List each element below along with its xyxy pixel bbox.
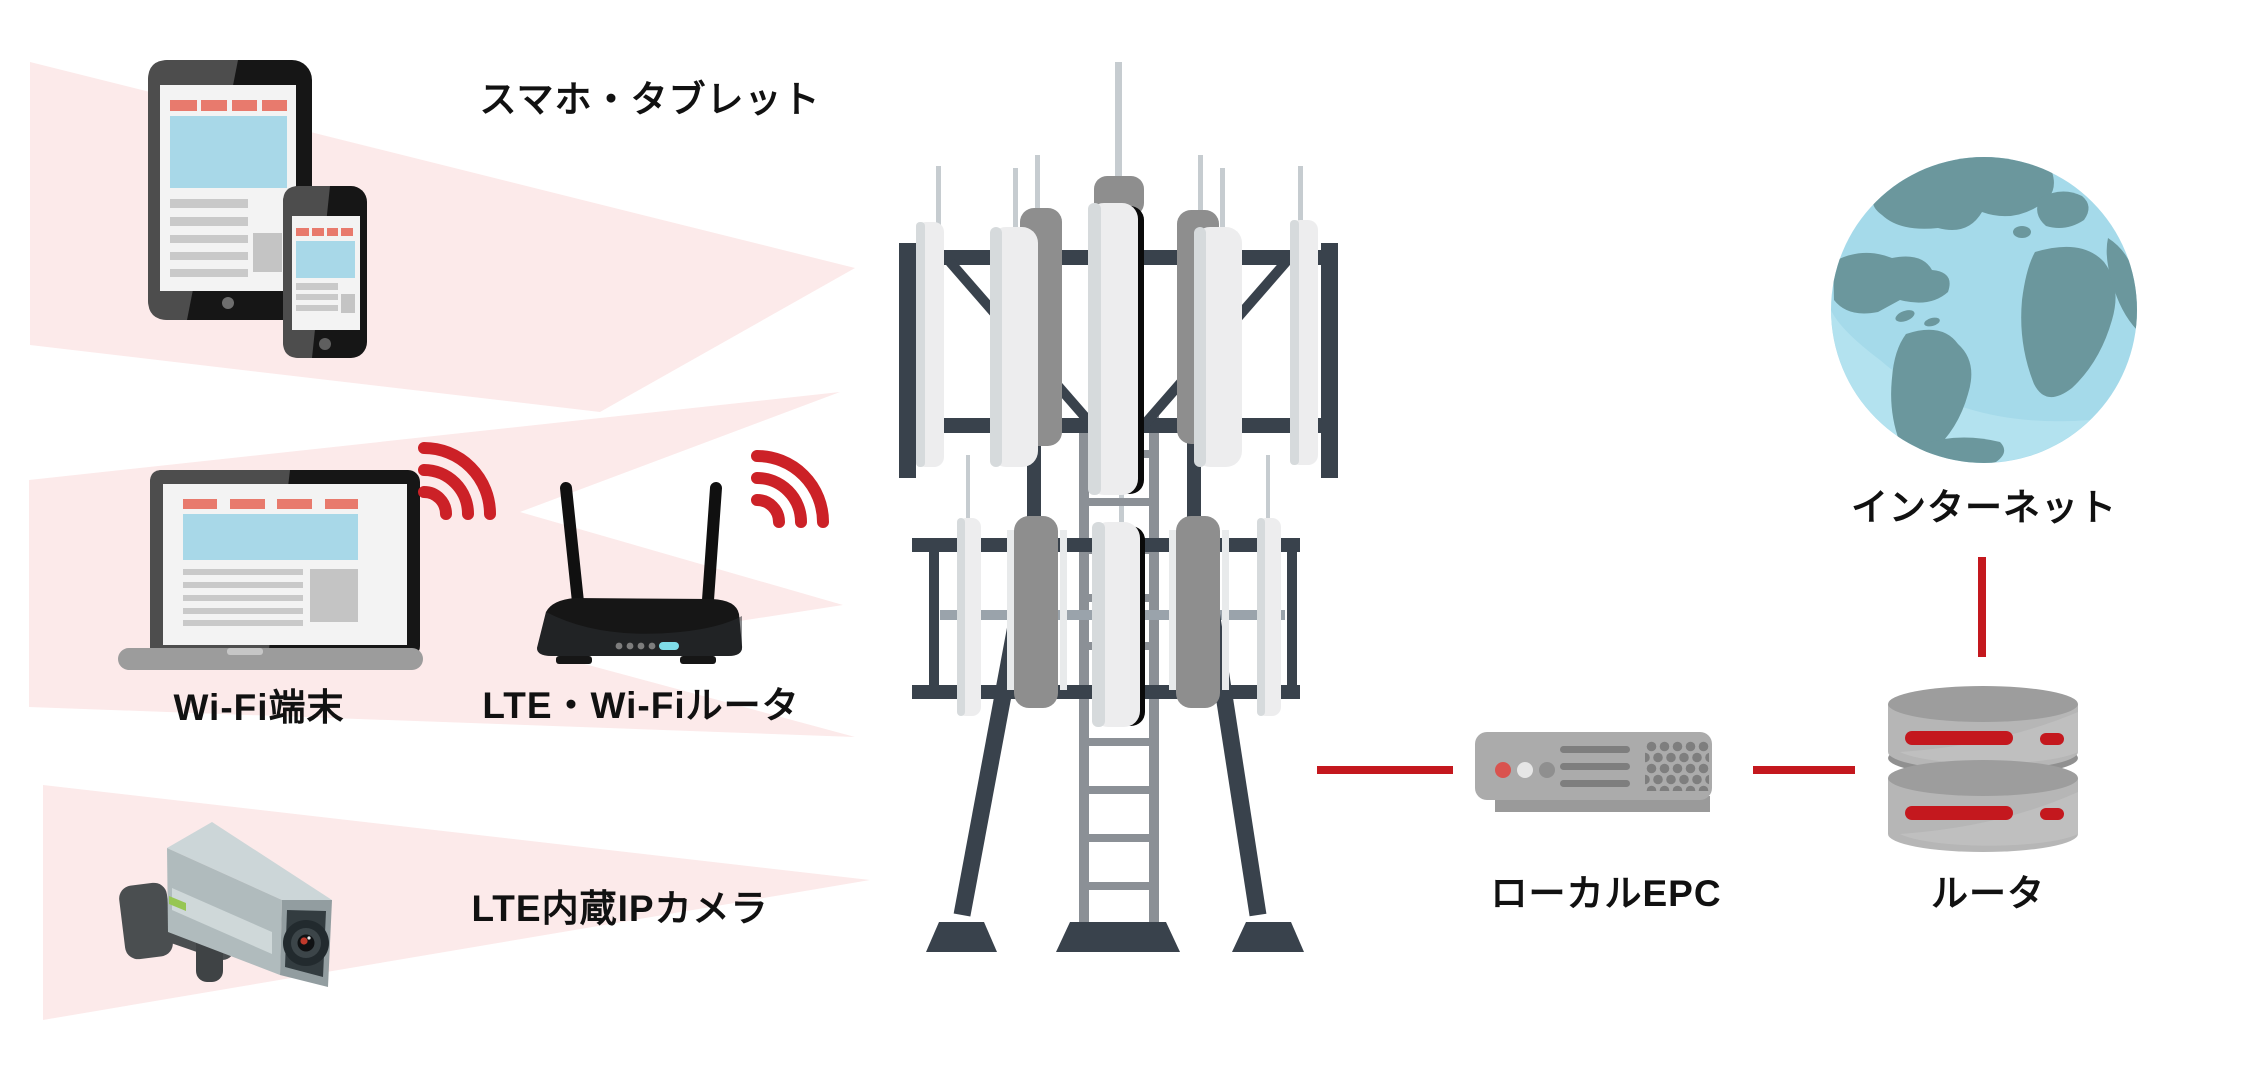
router-antenna-left	[560, 482, 584, 608]
laptop-icon	[118, 470, 423, 670]
label-local-epc: ローカルEPC	[1490, 873, 1722, 914]
tablet-home-button	[222, 297, 234, 309]
laptop-base	[118, 648, 423, 670]
epc-led-red	[1495, 762, 1511, 778]
line-epc-to-router	[1753, 766, 1855, 774]
connector-lines	[1317, 557, 1986, 774]
label-router: ルータ	[1931, 873, 2045, 914]
tower-lower-antennas	[957, 516, 1281, 727]
epc-vent	[1645, 741, 1709, 791]
label-lte-ip-camera: LTE内蔵IPカメラ	[471, 888, 769, 929]
label-internet: インターネット	[1851, 487, 2117, 528]
wifi-signal-icon	[751, 450, 829, 528]
server-box-icon	[1475, 732, 1712, 812]
label-wifi-terminal: Wi-Fi端末	[173, 687, 345, 728]
line-internet-to-router	[1978, 557, 1986, 657]
globe-icon	[1831, 157, 2137, 463]
laptop-screen	[163, 484, 407, 645]
tower-upper-antennas	[916, 176, 1318, 495]
security-camera-icon	[119, 822, 332, 987]
line-tower-to-epc	[1317, 766, 1453, 774]
router-antenna-right	[702, 482, 722, 606]
cell-tower-icon	[899, 62, 1338, 952]
router-led	[659, 642, 679, 650]
tablet-icon	[148, 60, 312, 320]
camera-led	[169, 896, 186, 911]
database-router-icon	[1888, 686, 2078, 852]
label-smartphone-tablet: スマホ・タブレット	[479, 79, 821, 120]
smartphone-icon	[283, 186, 367, 358]
wifi-router-icon	[537, 482, 743, 664]
label-lte-wifi-router: LTE・Wi-Fiルータ	[482, 685, 800, 726]
camera-body-top	[167, 822, 332, 900]
epc-led-gray	[1539, 762, 1555, 778]
epc-led-white	[1517, 762, 1533, 778]
smartphone-home-button	[319, 338, 331, 350]
wifi-signal-icon	[418, 442, 496, 520]
